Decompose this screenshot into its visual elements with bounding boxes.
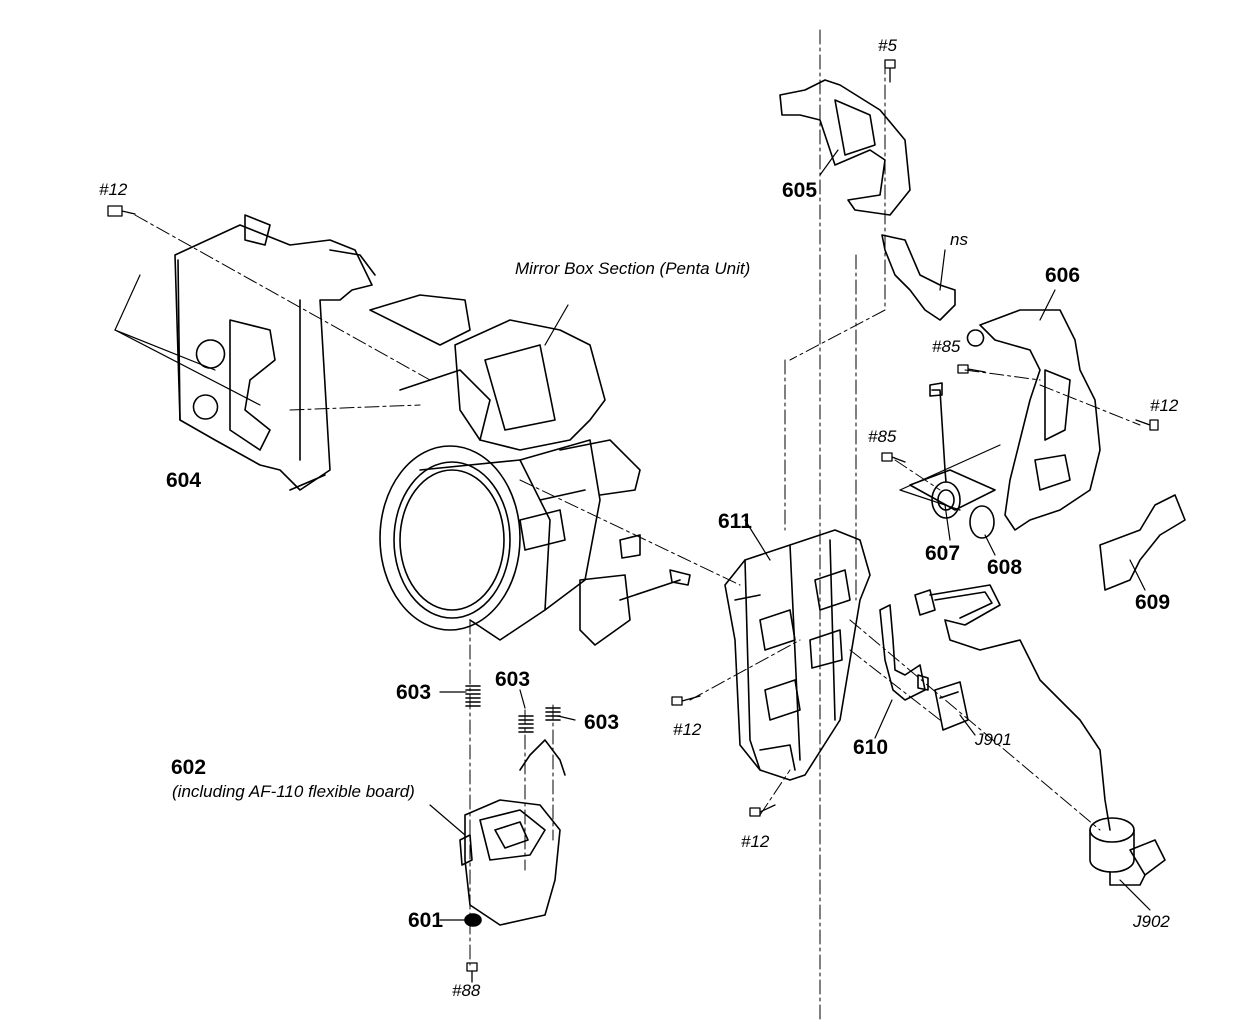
label-j902: J902 <box>1133 912 1170 931</box>
label-screw-5: #5 <box>878 36 897 55</box>
part-610-bracket <box>879 604 929 701</box>
label-screw-85-upper: #85 <box>932 337 961 356</box>
label-screw-88: #88 <box>452 981 481 1000</box>
part-607-motor <box>909 382 996 519</box>
label-603-middle: 603 <box>495 668 531 691</box>
part-611-chassis <box>724 529 871 781</box>
label-ns: ns <box>950 230 968 249</box>
label-j901: J901 <box>975 730 1012 749</box>
part-609-sheet <box>1099 494 1186 591</box>
part-605-bracket <box>779 79 911 216</box>
screws <box>107 59 1159 983</box>
label-608: 608 <box>987 556 1023 579</box>
part-608-ring <box>969 505 995 539</box>
label-602: 602 <box>171 756 207 779</box>
label-605: 605 <box>782 179 818 202</box>
label-602-note: (including AF-110 flexible board) <box>172 782 415 801</box>
part-603-springs <box>465 685 561 733</box>
part-j902-cable <box>914 584 1166 886</box>
label-604: 604 <box>166 469 202 492</box>
label-screw-12-chassis-lower: #12 <box>741 832 770 851</box>
label-611: 611 <box>718 510 752 533</box>
label-603-right: 603 <box>584 711 620 734</box>
assembly-lines <box>134 29 1141 1021</box>
label-screw-12-left: #12 <box>99 180 128 199</box>
part-606-frame <box>966 309 1101 531</box>
label-mirror-box: Mirror Box Section (Penta Unit) <box>515 259 751 278</box>
part-ns-bracket <box>881 234 956 321</box>
label-screw-85-lower: #85 <box>868 427 897 446</box>
part-j901-connector <box>934 681 969 731</box>
label-screw-12-chassis-upper: #12 <box>673 720 702 739</box>
label-603-left: 603 <box>396 681 432 704</box>
part-602-af-unit <box>459 739 566 926</box>
part-604-frame <box>174 214 376 491</box>
label-610: 610 <box>853 736 889 759</box>
label-screw-12-right: #12 <box>1150 396 1179 415</box>
label-601: 601 <box>408 909 444 932</box>
label-606: 606 <box>1045 264 1081 287</box>
mirror-box-section <box>369 294 691 646</box>
part-601-washer <box>464 913 482 927</box>
label-609: 609 <box>1135 591 1171 614</box>
label-607: 607 <box>925 542 961 565</box>
